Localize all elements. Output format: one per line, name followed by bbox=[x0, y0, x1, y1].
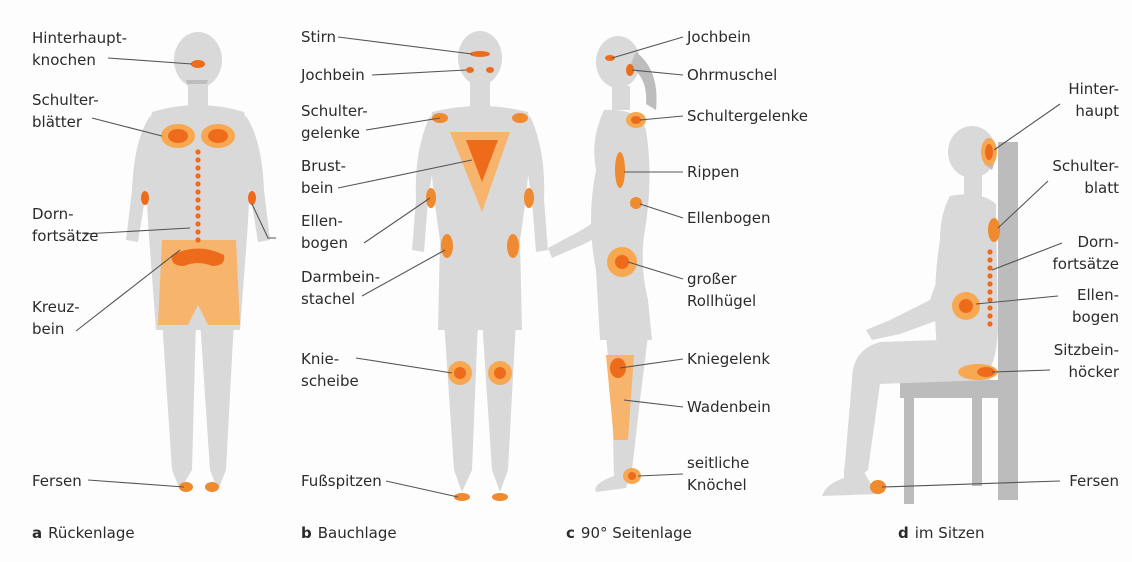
caption-b-text: Bauchlage bbox=[318, 524, 397, 542]
spine-dot-a bbox=[195, 189, 200, 194]
spine-dot-a bbox=[195, 229, 200, 234]
caption-b: b Bauchlage bbox=[301, 524, 397, 542]
caption-c-letter: c bbox=[566, 524, 575, 542]
spine-dot-a bbox=[195, 197, 200, 202]
leader-line bbox=[338, 37, 472, 54]
spine-dot-d bbox=[987, 313, 992, 318]
caption-d-text: im Sitzen bbox=[915, 524, 985, 542]
label-b-brustbein: Brust- bein bbox=[301, 155, 346, 199]
spine-dot-a bbox=[195, 213, 200, 218]
label-b-jochbein: Jochbein bbox=[301, 64, 365, 86]
caption-d-letter: d bbox=[898, 524, 909, 542]
label-b-darmbeinstachel: Darmbein- stachel bbox=[301, 266, 380, 310]
label-d-sitzbeinhoecker: Sitzbein- höcker bbox=[1054, 339, 1119, 383]
label-c-jochbein: Jochbein bbox=[687, 26, 751, 48]
caption-a: a Rückenlage bbox=[32, 524, 135, 542]
spine-dot-a bbox=[195, 173, 200, 178]
label-c-kniegelenk: Kniegelenk bbox=[687, 348, 770, 370]
spine-dot-a bbox=[195, 157, 200, 162]
spine-dot-d bbox=[987, 305, 992, 310]
figure-c-side-body bbox=[548, 36, 657, 492]
leader-line bbox=[356, 358, 452, 373]
spine-dot-d bbox=[987, 257, 992, 262]
leader-line bbox=[638, 474, 683, 476]
leader-line bbox=[372, 70, 466, 75]
label-d-dornfortsaetze: Dorn- fortsätze bbox=[1053, 231, 1120, 275]
label-b-ellenbogen: Ellen- bogen bbox=[301, 210, 348, 254]
caption-a-text: Rückenlage bbox=[48, 524, 135, 542]
spine-dot-d bbox=[987, 289, 992, 294]
label-d-hinterhaupt: Hinter- haupt bbox=[1068, 78, 1119, 122]
label-a-kreuzbein: Kreuz- bein bbox=[32, 296, 80, 340]
label-a-hinterhauptknochen: Hinterhaupt- knochen bbox=[32, 27, 127, 71]
leader-line bbox=[386, 481, 458, 497]
spine-dot-d bbox=[987, 321, 992, 326]
caption-c-text: 90° Seitenlage bbox=[581, 524, 692, 542]
spine-dot-d bbox=[987, 281, 992, 286]
figure-b-front-body bbox=[412, 31, 548, 492]
label-b-fussspitzen: Fußspitzen bbox=[301, 470, 382, 492]
leader-line bbox=[640, 116, 683, 120]
spine-dot-d bbox=[987, 265, 992, 270]
leader-line bbox=[994, 104, 1060, 150]
spine-dot-a bbox=[195, 237, 200, 242]
label-c-seitliche-knoechel: seitliche Knöchel bbox=[687, 452, 749, 496]
spine-dot-a bbox=[195, 205, 200, 210]
spine-dot-d bbox=[987, 297, 992, 302]
label-b-stirn: Stirn bbox=[301, 26, 336, 48]
leader-line bbox=[88, 480, 184, 487]
label-c-ohrmuschel: Ohrmuschel bbox=[687, 64, 777, 86]
spine-dot-a bbox=[195, 149, 200, 154]
caption-a-letter: a bbox=[32, 524, 42, 542]
caption-d: d im Sitzen bbox=[898, 524, 984, 542]
label-a-schulterblaetter: Schulter- blätter bbox=[32, 89, 99, 133]
label-c-rippen: Rippen bbox=[687, 161, 739, 183]
label-b-kniescheibe: Knie- scheibe bbox=[301, 348, 359, 392]
caption-b-letter: b bbox=[301, 524, 312, 542]
spine-dot-a bbox=[195, 221, 200, 226]
label-a-dornfortsaetze: Dorn- fortsätze bbox=[32, 203, 99, 247]
spine-dot-d bbox=[987, 273, 992, 278]
label-a-fersen: Fersen bbox=[32, 470, 82, 492]
label-d-schulterblatt: Schulter- blatt bbox=[1052, 155, 1119, 199]
spine-dot-d bbox=[987, 249, 992, 254]
spine-dot-a bbox=[195, 181, 200, 186]
label-d-fersen: Fersen bbox=[1069, 470, 1119, 492]
label-c-schultergelenke: Schultergelenke bbox=[687, 105, 808, 127]
label-c-ellenbogen: Ellenbogen bbox=[687, 207, 771, 229]
label-c-grosser-rollhuegel: großer Rollhügel bbox=[687, 268, 756, 312]
caption-c: c 90° Seitenlage bbox=[566, 524, 692, 542]
spine-dot-a bbox=[195, 165, 200, 170]
label-b-schultergelenke: Schulter- gelenke bbox=[301, 100, 368, 144]
label-d-ellenbogen: Ellen- bogen bbox=[1072, 284, 1119, 328]
label-c-wadenbein: Wadenbein bbox=[687, 396, 771, 418]
